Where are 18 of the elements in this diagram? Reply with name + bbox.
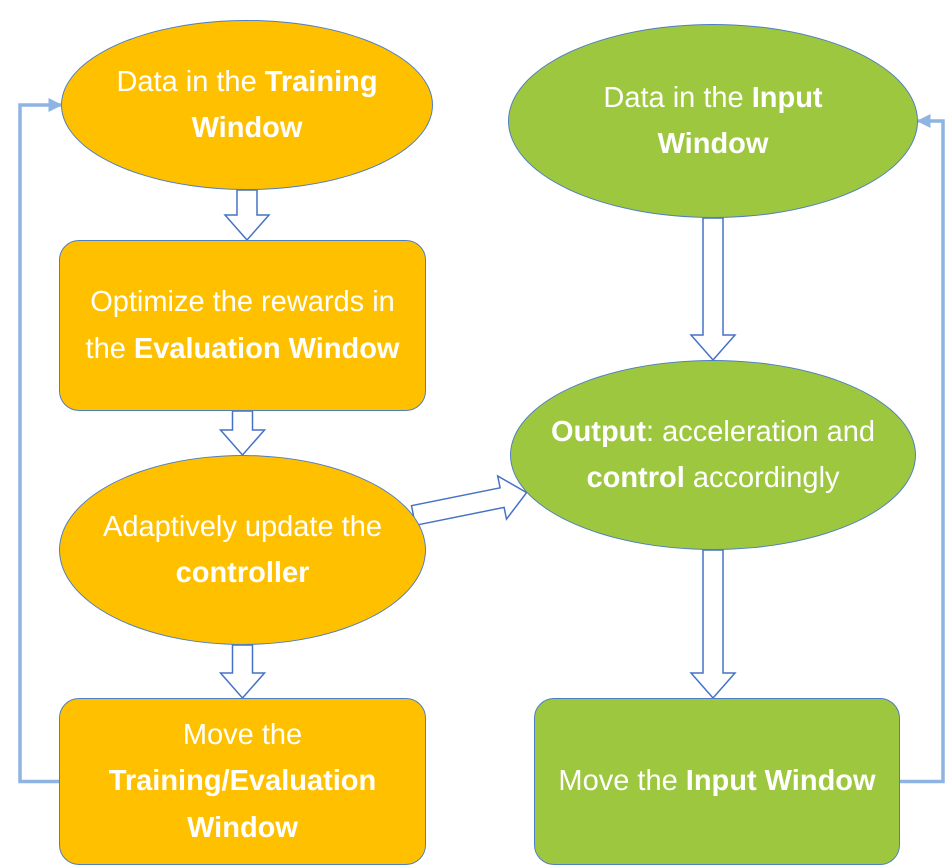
process-box [59,240,426,411]
process-box [534,698,900,865]
block-arrow [218,644,266,700]
block-arrow [223,189,271,242]
node-label: Output: acceleration and control accordingly [550,414,876,496]
connector-arrow [900,114,945,784]
block-arrow [689,217,737,362]
node-label: Optimize the rewards in the Evaluation Window [84,285,400,366]
block-arrow [689,549,737,700]
block-arrow [218,410,266,456]
node-label: Adaptively update the controller [102,510,383,591]
node-label: Move the Input Window [558,764,876,800]
block-arrow [410,474,528,526]
process-box [59,698,426,865]
connector-arrow [18,98,62,784]
node-label: Move the Training/Evaluation Window [108,718,378,846]
node-label: Data in the Training Window [115,64,379,146]
node-label: Data in the Input Window [602,80,824,162]
